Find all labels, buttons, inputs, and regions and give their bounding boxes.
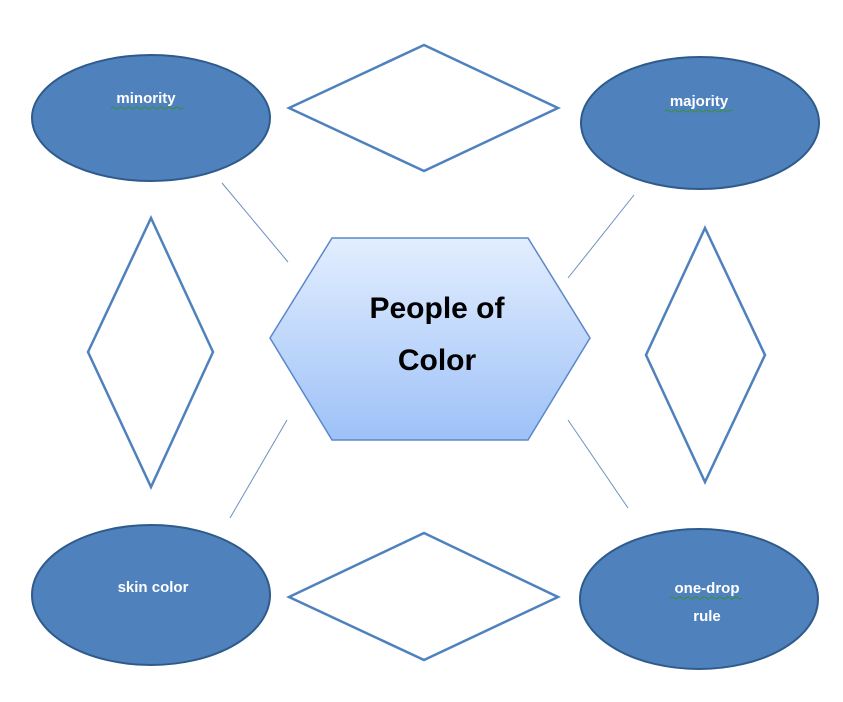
center-hexagon xyxy=(269,237,591,441)
oval-label-minority: minority xyxy=(116,90,176,107)
connector-top-right xyxy=(567,194,635,279)
diamond-top xyxy=(286,43,561,173)
connector-top-left xyxy=(221,182,289,263)
spellcheck-underline-icon xyxy=(664,109,734,113)
oval-one-drop-rule: one-drop rule xyxy=(579,528,819,670)
center-label-line2: Color xyxy=(398,344,477,377)
oval-minority: minority xyxy=(31,54,271,182)
oval-label-majority: majority xyxy=(670,93,729,110)
oval-label-one-drop-line2: rule xyxy=(693,608,721,625)
diamond-left xyxy=(86,215,215,490)
oval-label-skin-color: skin color xyxy=(118,579,189,596)
oval-skin-color: skin color xyxy=(31,524,271,666)
connector-bottom-left xyxy=(229,419,288,519)
spellcheck-underline-icon xyxy=(110,106,184,110)
oval-label-one-drop-line1: one-drop xyxy=(675,580,740,597)
diamond-right xyxy=(644,225,767,485)
center-label-line1: People of xyxy=(369,292,505,325)
spellcheck-underline-icon xyxy=(669,596,743,600)
diamond-bottom xyxy=(286,531,561,662)
oval-majority: majority xyxy=(580,56,820,190)
connector-bottom-right xyxy=(567,419,629,509)
